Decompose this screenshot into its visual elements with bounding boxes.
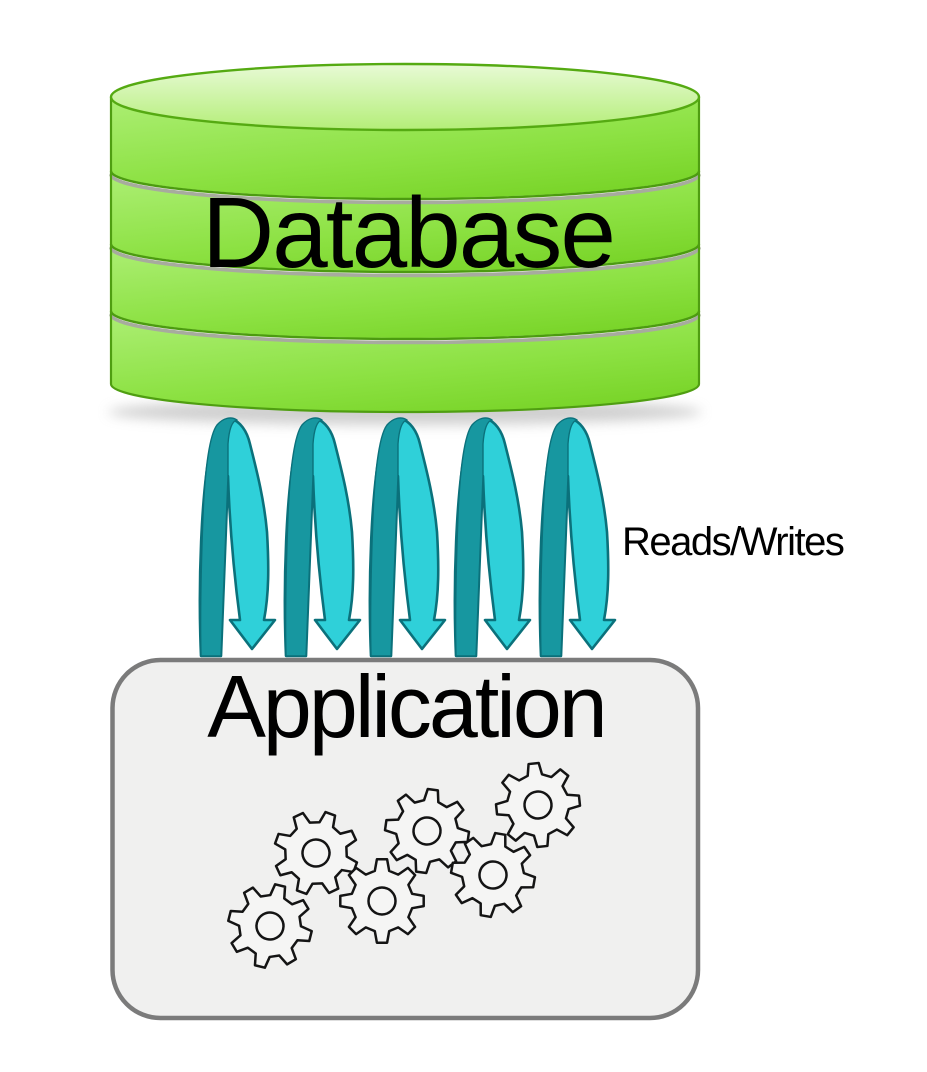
curved-arrow-icon — [368, 416, 447, 658]
band-edge — [109, 243, 701, 274]
curved-arrow-icon — [283, 416, 362, 658]
cylinder-top — [109, 62, 701, 132]
curved-arrow-icon — [453, 416, 532, 658]
reads-writes-arrows — [198, 416, 617, 658]
band-edge — [109, 170, 701, 201]
band-edge — [109, 310, 701, 341]
application-label: Application — [207, 657, 605, 756]
cylinder-outline — [109, 97, 701, 414]
database-label: Database — [202, 177, 614, 289]
reads-writes-label: Reads/Writes — [622, 520, 844, 564]
curved-arrow-icon — [198, 416, 277, 658]
database-band — [111, 246, 699, 338]
seam-line — [109, 247, 701, 278]
application-node: Application — [110, 657, 701, 1021]
seam-line — [109, 174, 701, 205]
gear-icon — [339, 858, 425, 944]
curved-arrow-icon — [538, 416, 617, 658]
database-node: Database — [108, 62, 702, 425]
seam-line — [109, 314, 701, 345]
database-band — [111, 97, 699, 198]
